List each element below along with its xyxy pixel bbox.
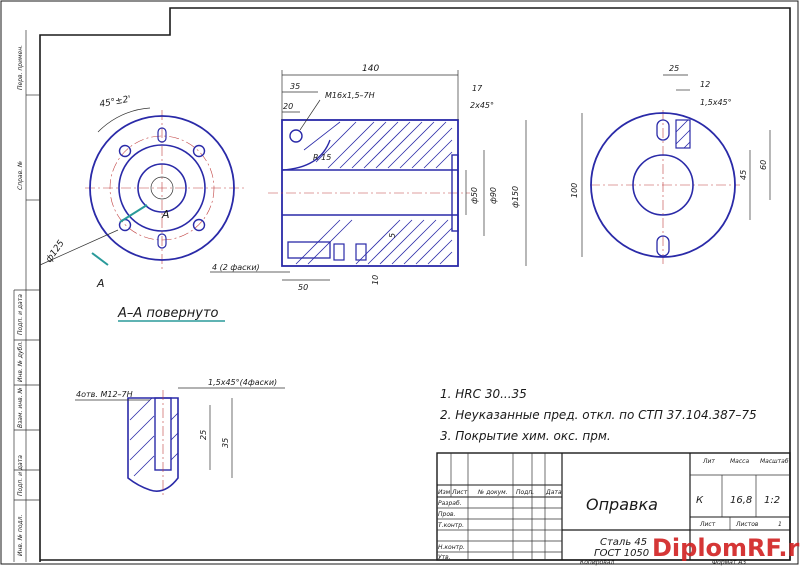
note-2: 2. Неуказанные пред. откл. по СТП 37.104… [440,408,757,422]
tb-lit-value: К [696,495,704,506]
tb-row-ncontrol: Н.контр. [438,544,465,551]
dim-chamfer-right: 1,5x45° [700,98,732,107]
tb-mass-label: Масса [730,458,749,465]
title-block: Изм Лист № докум. Подп. Дата Разраб. Про… [436,452,791,561]
tb-sheets-value: 1 [778,521,782,528]
note-3: 3. Покрытие хим. окс. прм. [440,429,611,443]
dim-10: 10 [371,275,380,285]
drawing-title: Оправка [586,495,658,514]
dim-12: 12 [700,80,710,89]
side-label-repl-inv: Взам. инв. № [17,387,24,428]
dim-5: 5 [388,233,397,238]
detail-holes: 4отв. М12–7Н [76,390,133,399]
front-view: 45°±2' А А ф125 А–А повернуто [39,95,245,322]
tb-header-doc: № докум. [477,489,508,496]
tb-lit-label: Лит [702,458,715,465]
dim-dia-50: ф50 [470,187,479,204]
copied-label: Копировал [580,559,614,566]
dim-radius: R 15 [313,153,331,162]
tb-scale-label: Масштаб [760,458,789,465]
dim-20: 20 [283,102,293,111]
inner-frame [39,7,791,562]
tb-row-tcontrol: Т.контр. [438,522,464,529]
note-1: 1. HRC 30...35 [440,387,527,401]
dim-45: 45 [739,170,748,180]
dim-chamfers: 4 (2 фаски) [212,263,260,272]
tb-header-date: Дата [545,489,562,496]
dim-17: 17 [472,84,483,93]
main-section-view: 140 35 20 M16x1,5–7H 17 2x45° R 15 ф50 ф… [210,64,527,292]
dim-dia-125: ф125 [44,238,67,264]
dim-angle: 45°±2' [99,95,132,110]
section-label: А–А повернуто [117,306,219,321]
tb-row-checked: Пров. [438,511,456,518]
section-letter-bottom: А [96,277,105,290]
dim-dia-90: ф90 [489,187,498,204]
detail-35: 35 [221,438,230,448]
dim-overall-140: 140 [362,64,379,74]
tb-mass-value: 16,8 [730,495,752,506]
dim-dia-150: ф150 [511,186,520,208]
material-standard: ГОСТ 1050 [594,548,649,559]
tb-sheet-label: Лист [699,521,716,528]
section-letter-top: А [161,208,170,221]
watermark: DiplomRF.ru [652,534,800,562]
tb-scale-value: 1:2 [764,495,780,506]
material: Сталь 45 [600,537,647,548]
dim-50: 50 [298,283,308,292]
side-label-sign-date-1: Подп. и дата [17,294,24,335]
side-view: 25 12 1,5x45° 100 45 60 [570,64,771,265]
format-label: Формат А3 [712,559,746,566]
tb-header-rev: Изм [438,489,451,496]
side-label-sign-date-2: Подп. и дата [17,455,24,496]
tb-header-sign: Подп. [516,489,534,496]
dim-60: 60 [759,160,768,170]
side-label-ref-no: Справ. № [17,161,24,190]
side-strip: Перв. примен. Справ. № Подп. и дата Инв.… [13,30,40,562]
detail-chamfers: 1,5x45°(4фаски) [208,378,277,387]
tb-header-sheet: Лист [451,489,468,496]
tb-sheets-label: Листов [735,521,759,528]
side-label-first-use: Перв. примен. [17,45,24,90]
technical-notes: 1. HRC 30...35 2. Неуказанные пред. откл… [440,387,757,443]
dim-thread: M16x1,5–7H [325,91,375,100]
detail-view: 4отв. М12–7Н 1,5x45°(4фаски) 25 35 [75,378,285,495]
tb-row-developed: Разраб. [438,500,462,507]
dim-35: 35 [290,82,300,91]
dim-25: 25 [669,64,679,73]
dim-100: 100 [570,183,579,198]
dim-chamfer: 2x45° [470,101,494,110]
detail-25: 25 [199,430,208,440]
tb-row-approved: Утв. [438,554,451,561]
side-label-dup-inv: Инв. № дубл. [17,341,24,382]
side-label-orig-inv: Инв. № подл. [17,515,24,556]
